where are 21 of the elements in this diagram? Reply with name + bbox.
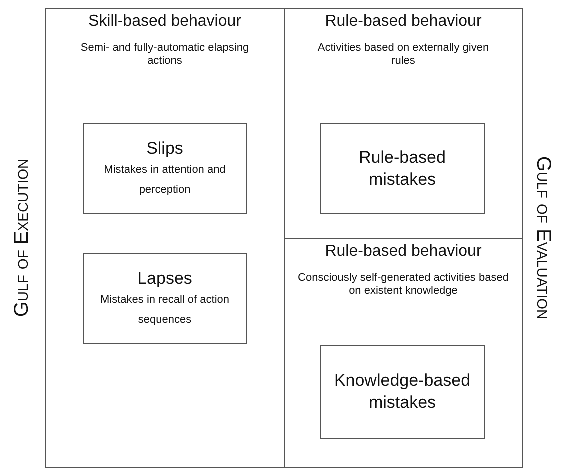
box-title: Rule-based mistakes — [358, 146, 447, 190]
box-title: Knowledge-based mistakes — [333, 370, 472, 414]
box-description: Mistakes in recall of action sequences — [100, 292, 230, 328]
panel-heading: Rule-based behaviour — [325, 12, 482, 32]
side-label: Gulf of Execution — [10, 158, 34, 318]
behaviour-panel — [45, 8, 285, 468]
panel-heading: Skill-based behaviour — [88, 12, 242, 32]
error-box — [320, 345, 485, 439]
box-title: Slips — [146, 138, 184, 160]
panel-description: Semi- and fully-automatic elapsing actions — [80, 42, 250, 68]
behaviour-panel — [284, 8, 523, 239]
error-box — [320, 123, 485, 214]
behaviour-panel — [284, 238, 523, 468]
box-description: Mistakes in attention and perception — [103, 162, 227, 198]
side-label: Gulf of Evaluation — [532, 156, 556, 320]
panel-description: Activities based on externally given rules — [316, 42, 490, 68]
error-box — [83, 253, 247, 344]
panel-heading: Rule-based behaviour — [325, 242, 482, 262]
box-title: Lapses — [138, 268, 192, 290]
panel-description: Consciously self-generated activities based on existent knowledge — [297, 272, 510, 298]
error-box — [83, 123, 247, 214]
